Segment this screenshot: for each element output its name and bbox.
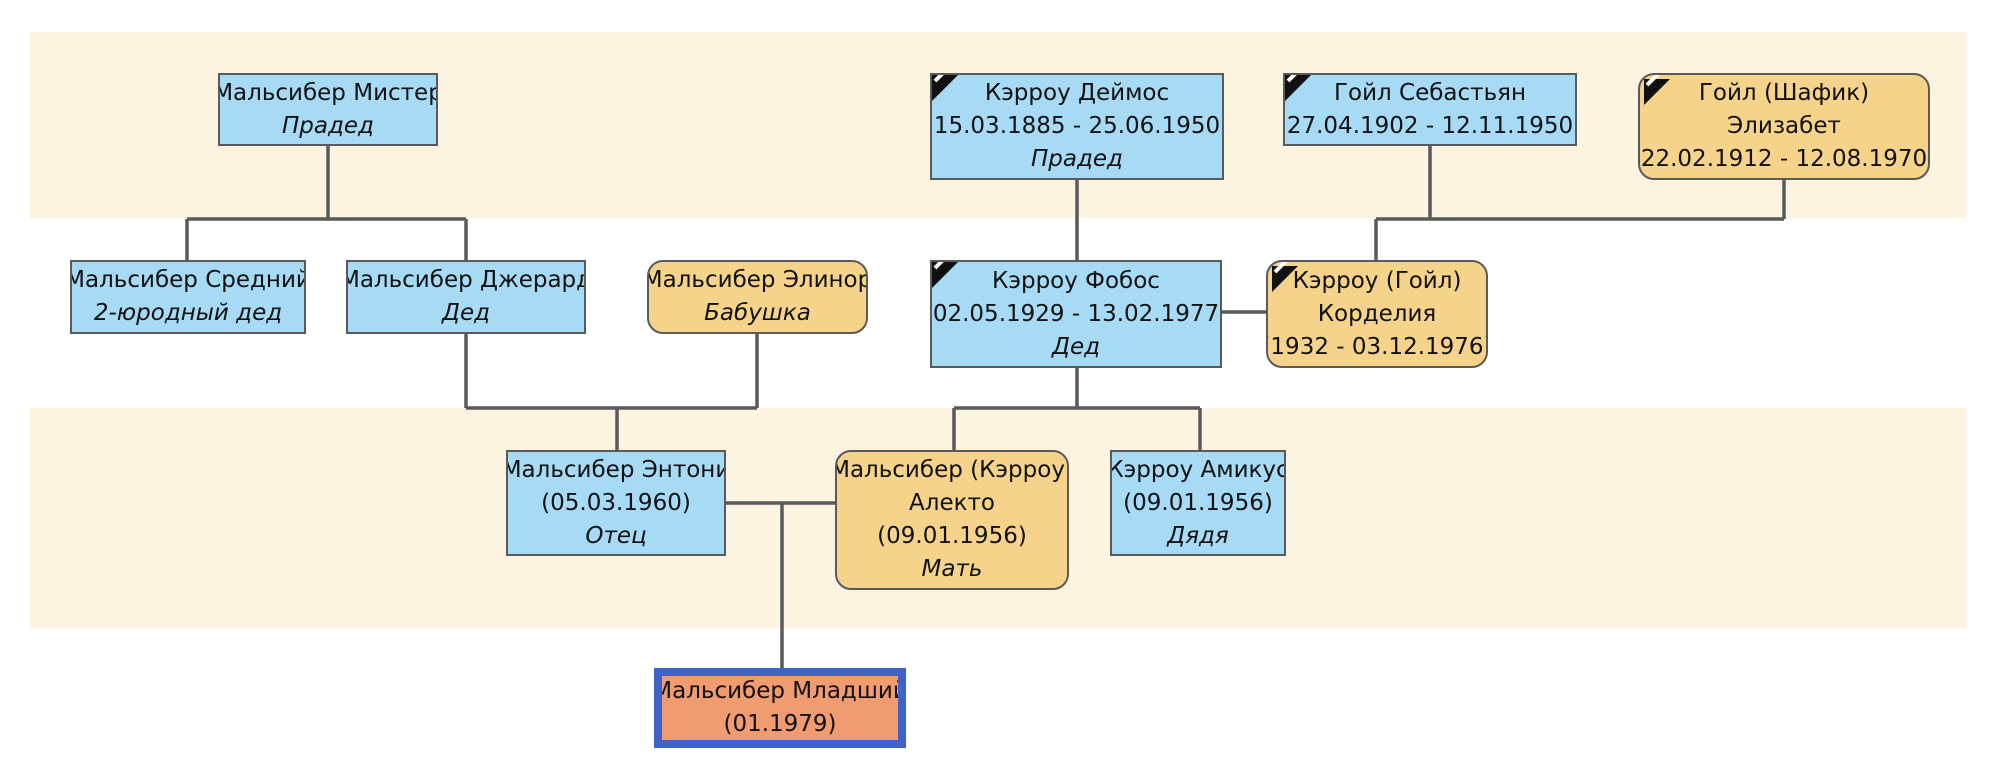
person-name: Мальсибер Мистер (218, 79, 438, 106)
person-role: Мать (921, 556, 983, 582)
person-dates: (05.03.1960) (541, 489, 691, 516)
person-name: Мальсибер (Кэрроу) (835, 457, 1069, 483)
person-dates: (22.02.1912 - 12.08.1970) (1638, 146, 1930, 172)
person-name: Мальсибер Младший (654, 678, 906, 704)
mourning-ribbon-icon (1285, 75, 1311, 101)
person-given-name: Корделия (1317, 300, 1437, 327)
person-dates: (15.03.1885 - 25.06.1950) (930, 113, 1224, 139)
person-role: Бабушка (704, 300, 811, 326)
person-sredniy[interactable]: Мальсибер Средний 2-юродный дед (70, 260, 306, 334)
person-name: Кэрроу (Гойл) (1292, 267, 1462, 294)
person-name: Кэрроу Деймос (984, 80, 1170, 106)
mourning-ribbon-icon (932, 75, 958, 101)
person-name: Мальсибер Средний (70, 267, 306, 293)
person-kordelia[interactable]: Кэрроу (Гойл) Корделия (1932 - 03.12.197… (1266, 260, 1488, 368)
person-dates: (09.01.1956) (1123, 489, 1273, 516)
person-role: Прадед (282, 112, 374, 139)
connector-sebastian-kordelia (1374, 146, 1786, 260)
person-role: Прадед (1031, 146, 1123, 172)
connector-mister-children (185, 146, 468, 260)
person-name: Мальсибер Энтони (506, 456, 726, 483)
person-role: Отец (585, 522, 647, 549)
person-dates: (27.04.1902 - 12.11.1950) (1283, 112, 1577, 139)
person-name: Гойл (Шафик) (1698, 80, 1870, 106)
person-elizabet[interactable]: Гойл (Шафик) Элизабет (22.02.1912 - 12.0… (1638, 73, 1930, 180)
person-sebastian[interactable]: Гойл Себастьян (27.04.1902 - 12.11.1950) (1283, 73, 1577, 146)
mourning-ribbon-icon (1644, 79, 1670, 105)
person-fobos[interactable]: Кэрроу Фобос (02.05.1929 - 13.02.1977) Д… (930, 260, 1222, 368)
person-mister[interactable]: Мальсибер Мистер Прадед (218, 73, 438, 146)
mourning-ribbon-icon (932, 262, 958, 288)
person-role: Дед (1051, 333, 1101, 360)
mourning-ribbon-icon (1272, 266, 1298, 292)
person-name: Гойл Себастьян (1333, 79, 1527, 106)
person-dates: (01.1979) (723, 711, 837, 737)
person-name: Кэрроу Фобос (992, 267, 1160, 294)
person-given-name: Элизабет (1727, 113, 1841, 139)
person-role: Дед (441, 300, 491, 326)
person-name: Мальсибер Джерард (346, 267, 586, 293)
person-deimos[interactable]: Кэрроу Деймос (15.03.1885 - 25.06.1950) … (930, 73, 1224, 180)
person-dates: (09.01.1956) (877, 523, 1027, 549)
person-gerard[interactable]: Мальсибер Джерард Дед (346, 260, 586, 334)
person-mladshiy-self[interactable]: Мальсибер Младший (01.1979) (654, 668, 906, 748)
person-role: 2-юродный дед (93, 300, 283, 326)
connector-fobos-children (952, 368, 1202, 450)
person-antoni[interactable]: Мальсибер Энтони (05.03.1960) Отец (506, 450, 726, 556)
person-name: Кэрроу Амикус (1110, 456, 1286, 483)
person-dates: (1932 - 03.12.1976) (1266, 333, 1488, 360)
person-name: Мальсибер Элинор (647, 267, 868, 293)
person-elinor[interactable]: Мальсибер Элинор Бабушка (647, 260, 868, 334)
person-alekto[interactable]: Мальсибер (Кэрроу) Алекто (09.01.1956) М… (835, 450, 1069, 590)
connector-gerard-elinor-children (464, 334, 759, 450)
person-amikus[interactable]: Кэрроу Амикус (09.01.1956) Дядя (1110, 450, 1286, 556)
connector-antoni-alekto-child (726, 501, 835, 668)
person-given-name: Алекто (909, 490, 995, 516)
person-dates: (02.05.1929 - 13.02.1977) (930, 300, 1222, 327)
person-role: Дядя (1167, 522, 1229, 549)
